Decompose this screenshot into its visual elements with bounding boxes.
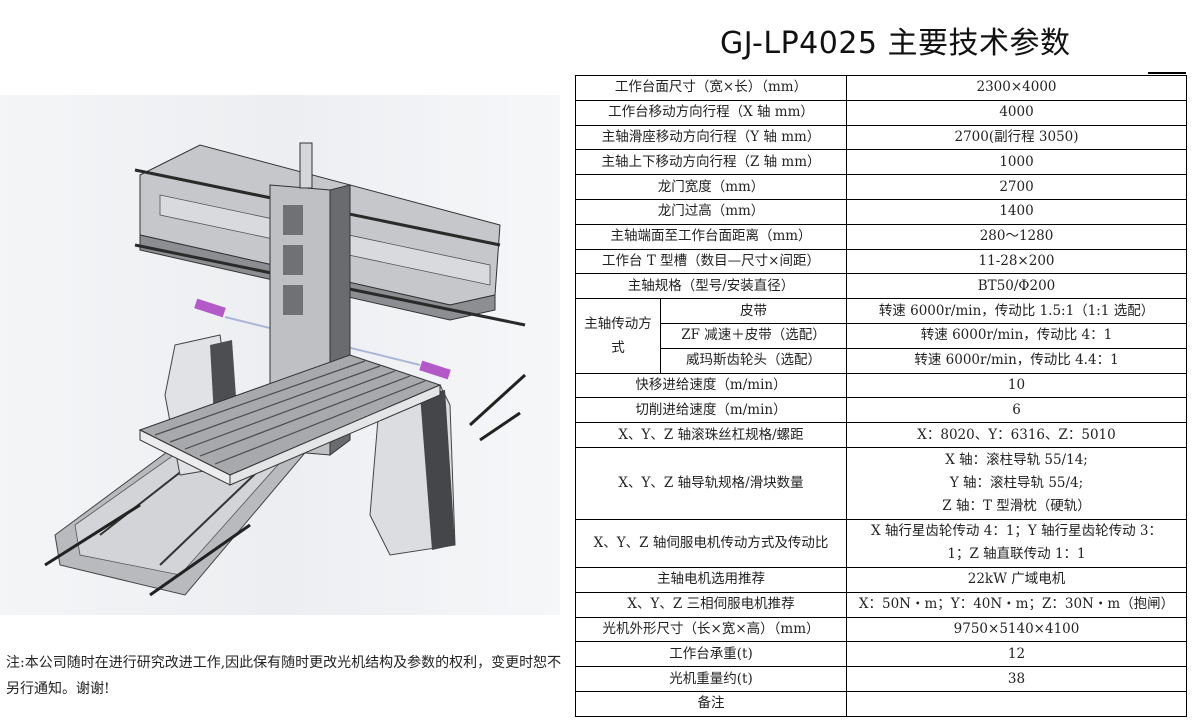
spec-value: 1000 (846, 149, 1188, 176)
spec-label: 光机外形尺寸（长×宽×高）（mm） (574, 616, 848, 643)
spec-label: 光机重量约(t) (574, 666, 848, 692)
table-row: X、Y、Z 轴伺服电机传动方式及传动比 X 轴行星齿轮传动 4：1；Y 轴行星齿… (574, 518, 1188, 568)
drive-option-label: ZF 减速＋皮带（选配） (659, 322, 848, 349)
spec-label: 工作台 T 型槽（数目—尺寸×间距） (574, 248, 848, 275)
table-row: 光机重量约(t)38 (574, 666, 1188, 692)
spec-label: 快移进给速度（m/min） (574, 372, 848, 399)
machine-image (0, 95, 560, 615)
spec-value: 22kW 广域电机 (846, 566, 1188, 593)
spec-value: 1400 (846, 198, 1188, 225)
drive-group-label: 主轴传动方式 (575, 298, 661, 374)
table-row: 主轴规格（型号/安装直径）BT50/Φ200 (574, 273, 1188, 300)
spec-label: 工作台移动方向行程（X 轴 mm） (574, 99, 848, 126)
spec-label: 工作台面尺寸（宽×长）（mm） (574, 75, 848, 101)
spec-value: 12 (846, 641, 1188, 668)
table-row: 光机外形尺寸（长×宽×高）（mm）9750×5140×4100 (574, 616, 1188, 643)
spec-value: X：8020、Y：6316、Z：5010 (846, 422, 1188, 448)
spec-value: BT50/Φ200 (846, 273, 1188, 300)
spec-value: 2300×4000 (846, 75, 1188, 101)
guide-line-y: Y 轴：滚柱导轨 55/4; (949, 474, 1084, 491)
spec-label: 龙门宽度（mm） (574, 174, 848, 200)
table-row: 龙门宽度（mm）2700 (574, 174, 1188, 200)
table-row: 主轴传动方式 皮带 转速 6000r/min，传动比 1.5:1（1:1 选配） (575, 298, 1188, 374)
spec-value: 9750×5140×4100 (846, 616, 1188, 643)
spec-value: 2700(副行程 3050) (846, 124, 1188, 151)
table-row: 威玛斯齿轮头（选配） 转速 6000r/min，传动比 4.4：1 (576, 347, 1188, 374)
spec-label: X、Y、Z 三相伺服电机推荐 (574, 591, 848, 618)
drive-option-value: 转速 6000r/min，传动比 4：1 (846, 322, 1188, 349)
guide-line-z: Z 轴：T 型滑枕（硬轨） (942, 497, 1091, 514)
spec-label: 备注 (574, 690, 848, 717)
spec-table: 工作台面尺寸（宽×长）（mm）2300×4000 工作台移动方向行程（X 轴 m… (574, 75, 1188, 717)
spec-value: 11-28×200 (846, 248, 1188, 275)
table-row: 快移进给速度（m/min）10 (574, 372, 1188, 399)
spec-label: 主轴电机选用推荐 (574, 566, 848, 593)
page-title: GJ-LP4025 主要技术参数 (720, 26, 1071, 61)
drive-option-value: 转速 6000r/min，传动比 4.4：1 (846, 347, 1188, 374)
spec-label: 龙门过高（mm） (574, 198, 848, 225)
table-row: 工作台承重(t)12 (574, 641, 1188, 668)
spec-value: 38 (846, 666, 1188, 692)
table-row: 切削进给速度（m/min）6 (574, 397, 1188, 424)
servo-drive-label: X、Y、Z 轴伺服电机传动方式及传动比 (574, 518, 848, 568)
table-row: 主轴上下移动方向行程（Z 轴 mm）1000 (574, 149, 1188, 176)
gantry-machine-drawing (44, 142, 527, 597)
spec-label: 主轴端面至工作台面距离（mm） (574, 223, 848, 250)
spec-label: 工作台承重(t) (574, 641, 848, 668)
spec-value: 2700 (846, 174, 1188, 200)
guide-line-x: X 轴：滚柱导轨 55/14; (945, 451, 1088, 468)
table-row: 主轴滑座移动方向行程（Y 轴 mm）2700(副行程 3050) (574, 124, 1188, 151)
spec-value: 10 (846, 372, 1188, 399)
spec-value: 280～1280 (846, 223, 1188, 250)
spec-value: 4000 (846, 99, 1188, 126)
drive-option-label: 威玛斯齿轮头（选配） (659, 347, 848, 374)
spec-label: 主轴上下移动方向行程（Z 轴 mm） (574, 149, 848, 176)
table-row: 工作台 T 型槽（数目—尺寸×间距）11-28×200 (574, 248, 1188, 275)
guide-label: X、Y、Z 轴导轨规格/滑块数量 (574, 446, 848, 520)
drive-option-label: 皮带 (659, 298, 848, 324)
servo-drive-value: X 轴行星齿轮传动 4：1；Y 轴行星齿轮传动 3：1；Z 轴直联传动 1：1 (846, 518, 1188, 568)
table-row: 主轴端面至工作台面距离（mm）280～1280 (574, 223, 1188, 250)
guide-value: X 轴：滚柱导轨 55/14; Y 轴：滚柱导轨 55/4; Z 轴：T 型滑枕… (846, 446, 1188, 520)
title-rule (1148, 72, 1186, 74)
table-row: 工作台移动方向行程（X 轴 mm）4000 (574, 99, 1188, 126)
table-row: 龙门过高（mm）1400 (574, 198, 1188, 225)
spec-label: 主轴滑座移动方向行程（Y 轴 mm） (574, 124, 848, 151)
spec-value: X：50N・m；Y：40N・m；Z：30N・m（抱闸） (846, 591, 1188, 618)
table-row: 备注 (574, 690, 1188, 717)
table-row: ZF 减速＋皮带（选配） 转速 6000r/min，传动比 4：1 (576, 322, 1188, 349)
drive-option-value: 转速 6000r/min，传动比 1.5:1（1:1 选配） (846, 298, 1188, 324)
spec-label: X、Y、Z 轴滚珠丝杠规格/螺距 (574, 422, 848, 448)
table-row: X、Y、Z 轴导轨规格/滑块数量 X 轴：滚柱导轨 55/14; Y 轴：滚柱导… (574, 446, 1188, 520)
spec-label: 切削进给速度（m/min） (574, 397, 848, 424)
spec-value (846, 690, 1188, 717)
spec-value: 6 (846, 397, 1188, 424)
spec-label: 主轴规格（型号/安装直径） (574, 273, 848, 300)
table-row: 工作台面尺寸（宽×长）（mm）2300×4000 (574, 75, 1188, 101)
disclaimer-note: 注:本公司随时在进行研究改进工作,因此保有随时更改光机结构及参数的权利，变更时恕… (6, 655, 562, 697)
